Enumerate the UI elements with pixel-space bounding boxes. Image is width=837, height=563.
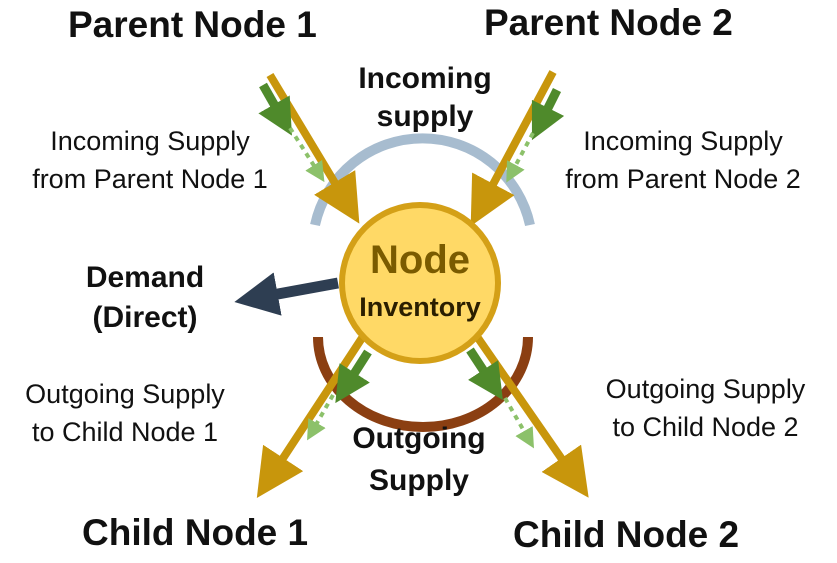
outgoing-green-arrow-child-1 <box>335 349 372 404</box>
incoming-supply-title-line1: Incoming <box>358 62 492 95</box>
incoming-supply-parent-2-line2: from Parent Node 2 <box>565 164 801 194</box>
child-node-1-label: Child Node 1 <box>82 512 309 553</box>
demand-label-line2: (Direct) <box>92 301 198 334</box>
incoming-dotted-arrow-parent-2 <box>506 132 535 183</box>
outgoing-supply-child-1-line1: Outgoing Supply <box>25 379 225 409</box>
outgoing-arrow-child-1 <box>256 335 366 499</box>
incoming-supply-parent-1-line1: Incoming Supply <box>50 126 250 156</box>
incoming-green-arrow-parent-2 <box>531 87 565 141</box>
outgoing-supply-arc <box>313 336 533 432</box>
demand-label-line1: Demand <box>85 261 205 294</box>
outgoing-supply-child-2-line1: Outgoing Supply <box>605 374 806 404</box>
outgoing-dotted-arrow-child-2 <box>503 397 534 449</box>
parent-node-1-label: Parent Node 1 <box>68 4 317 45</box>
incoming-supply-parent-2-label: Incoming Supply from Parent Node 2 <box>533 122 833 198</box>
parent-node-2-label: Parent Node 2 <box>484 2 733 43</box>
outgoing-green-arrow-child-2 <box>466 347 503 401</box>
outgoing-supply-child-2-line2: to Child Node 2 <box>612 412 799 442</box>
outgoing-supply-child-2-label: Outgoing Supply to Child Node 2 <box>578 370 833 446</box>
demand-label: Demand (Direct) <box>60 258 230 338</box>
node-title: Node <box>370 238 470 282</box>
outgoing-supply-child-1-label: Outgoing Supply to Child Node 1 <box>0 375 250 451</box>
incoming-green-arrow-parent-1 <box>258 82 292 136</box>
incoming-supply-title: Incoming supply <box>340 60 510 136</box>
node-inventory-circle <box>339 202 501 364</box>
incoming-supply-parent-2-line1: Incoming Supply <box>583 126 783 156</box>
demand-arrow <box>234 272 339 316</box>
incoming-supply-parent-1-line2: from Parent Node 1 <box>32 164 268 194</box>
incoming-dotted-arrow-parent-1 <box>288 126 325 183</box>
outgoing-supply-child-1-line2: to Child Node 1 <box>31 417 219 447</box>
outgoing-dotted-arrow-child-1 <box>307 394 335 441</box>
outgoing-supply-title-line2: Supply <box>368 464 469 497</box>
incoming-arrow-parent-2 <box>470 70 557 227</box>
child-node-2-label: Child Node 2 <box>513 514 740 555</box>
outgoing-supply-title-line1: Outgoing <box>352 422 486 455</box>
incoming-supply-title-line2: supply <box>376 100 474 133</box>
incoming-supply-parent-1-label: Incoming Supply from Parent Node 1 <box>0 122 300 198</box>
node-subtitle: Inventory <box>359 292 481 322</box>
outgoing-supply-title: Outgoing Supply <box>334 418 504 502</box>
